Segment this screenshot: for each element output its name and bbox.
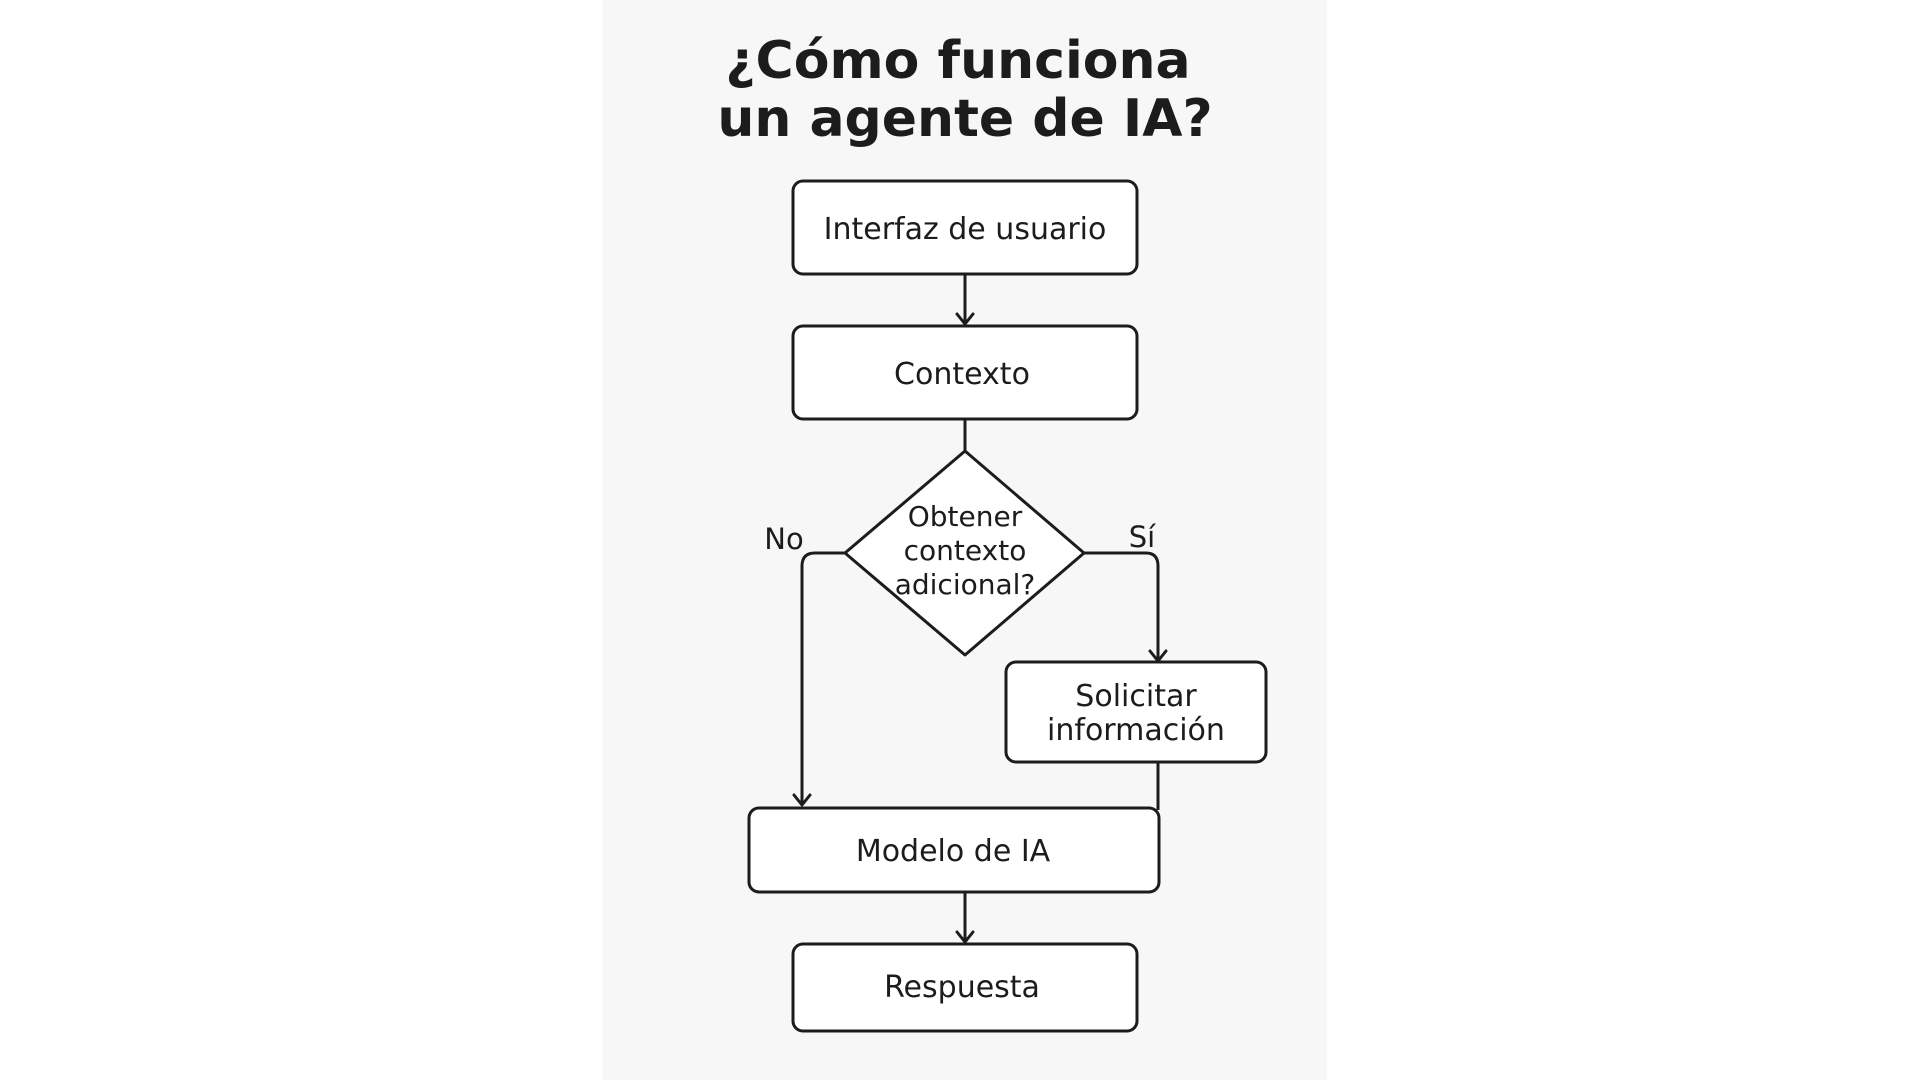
decision-line-2: contexto <box>904 534 1027 567</box>
edge-model-to-response <box>955 892 975 944</box>
edge-decision-yes <box>1084 551 1168 663</box>
request-info-line-1: Solicitar <box>1075 679 1197 714</box>
node-context-label: Contexto <box>894 357 1030 392</box>
node-response: Respuesta <box>791 942 1139 1033</box>
edge-decision-no <box>792 551 845 807</box>
node-user-interface: Interfaz de usuario <box>791 179 1139 276</box>
node-user-interface-label: Interfaz de usuario <box>824 212 1107 247</box>
node-decision: Obtener contexto adicional? <box>843 449 1086 657</box>
node-ai-model-label: Modelo de IA <box>856 834 1051 869</box>
node-ai-model: Modelo de IA <box>747 806 1161 894</box>
decision-line-1: Obtener <box>908 500 1023 533</box>
branch-label-no: No <box>764 522 803 556</box>
title-line-2: un agente de IA? <box>717 89 1212 149</box>
title-line-1: ¿Cómo funciona <box>725 31 1190 91</box>
request-info-line-2: información <box>1047 713 1225 748</box>
node-response-label: Respuesta <box>884 970 1040 1005</box>
node-context: Contexto <box>791 324 1139 421</box>
node-request-info: Solicitar información <box>1004 660 1268 764</box>
decision-line-3: adicional? <box>895 568 1036 601</box>
edge-interface-to-context <box>955 274 975 326</box>
branch-label-yes: Sí <box>1129 520 1156 554</box>
